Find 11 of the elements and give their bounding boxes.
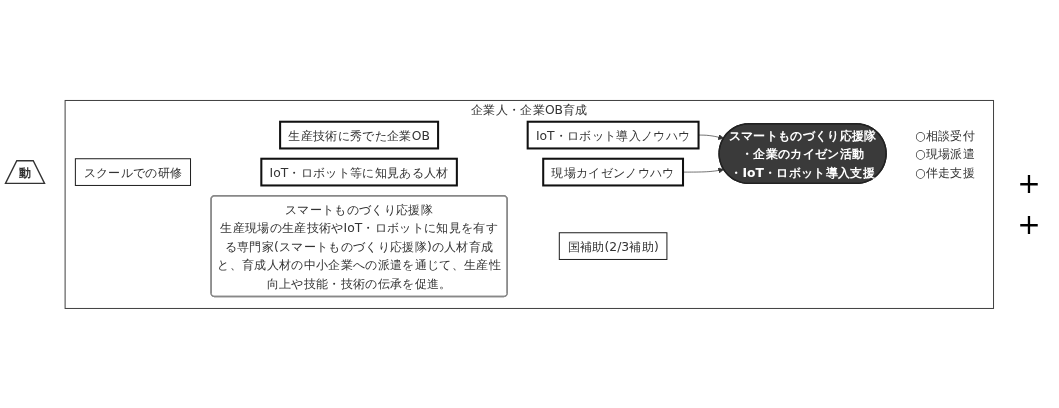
plus-sign: + bbox=[1017, 167, 1041, 200]
node-box: 生産技術に秀でた企業OB bbox=[279, 120, 440, 149]
plus-sign: + bbox=[1017, 208, 1041, 241]
node-box: 現場カイゼンノウハウ bbox=[542, 157, 685, 186]
node-box: IoT・ロボット導入ノウハウ bbox=[526, 120, 700, 149]
node-label: ○相談受付 bbox=[914, 127, 976, 142]
node-box: スクールでの研修 bbox=[74, 157, 192, 186]
node-label: ○現場派遣 bbox=[914, 145, 976, 161]
node-box: IoT・ロボット等に知見ある人材 bbox=[260, 157, 458, 186]
node-box: 国補助(2/3補助) bbox=[558, 231, 668, 260]
node-label: ○伴走支援 bbox=[914, 164, 976, 179]
